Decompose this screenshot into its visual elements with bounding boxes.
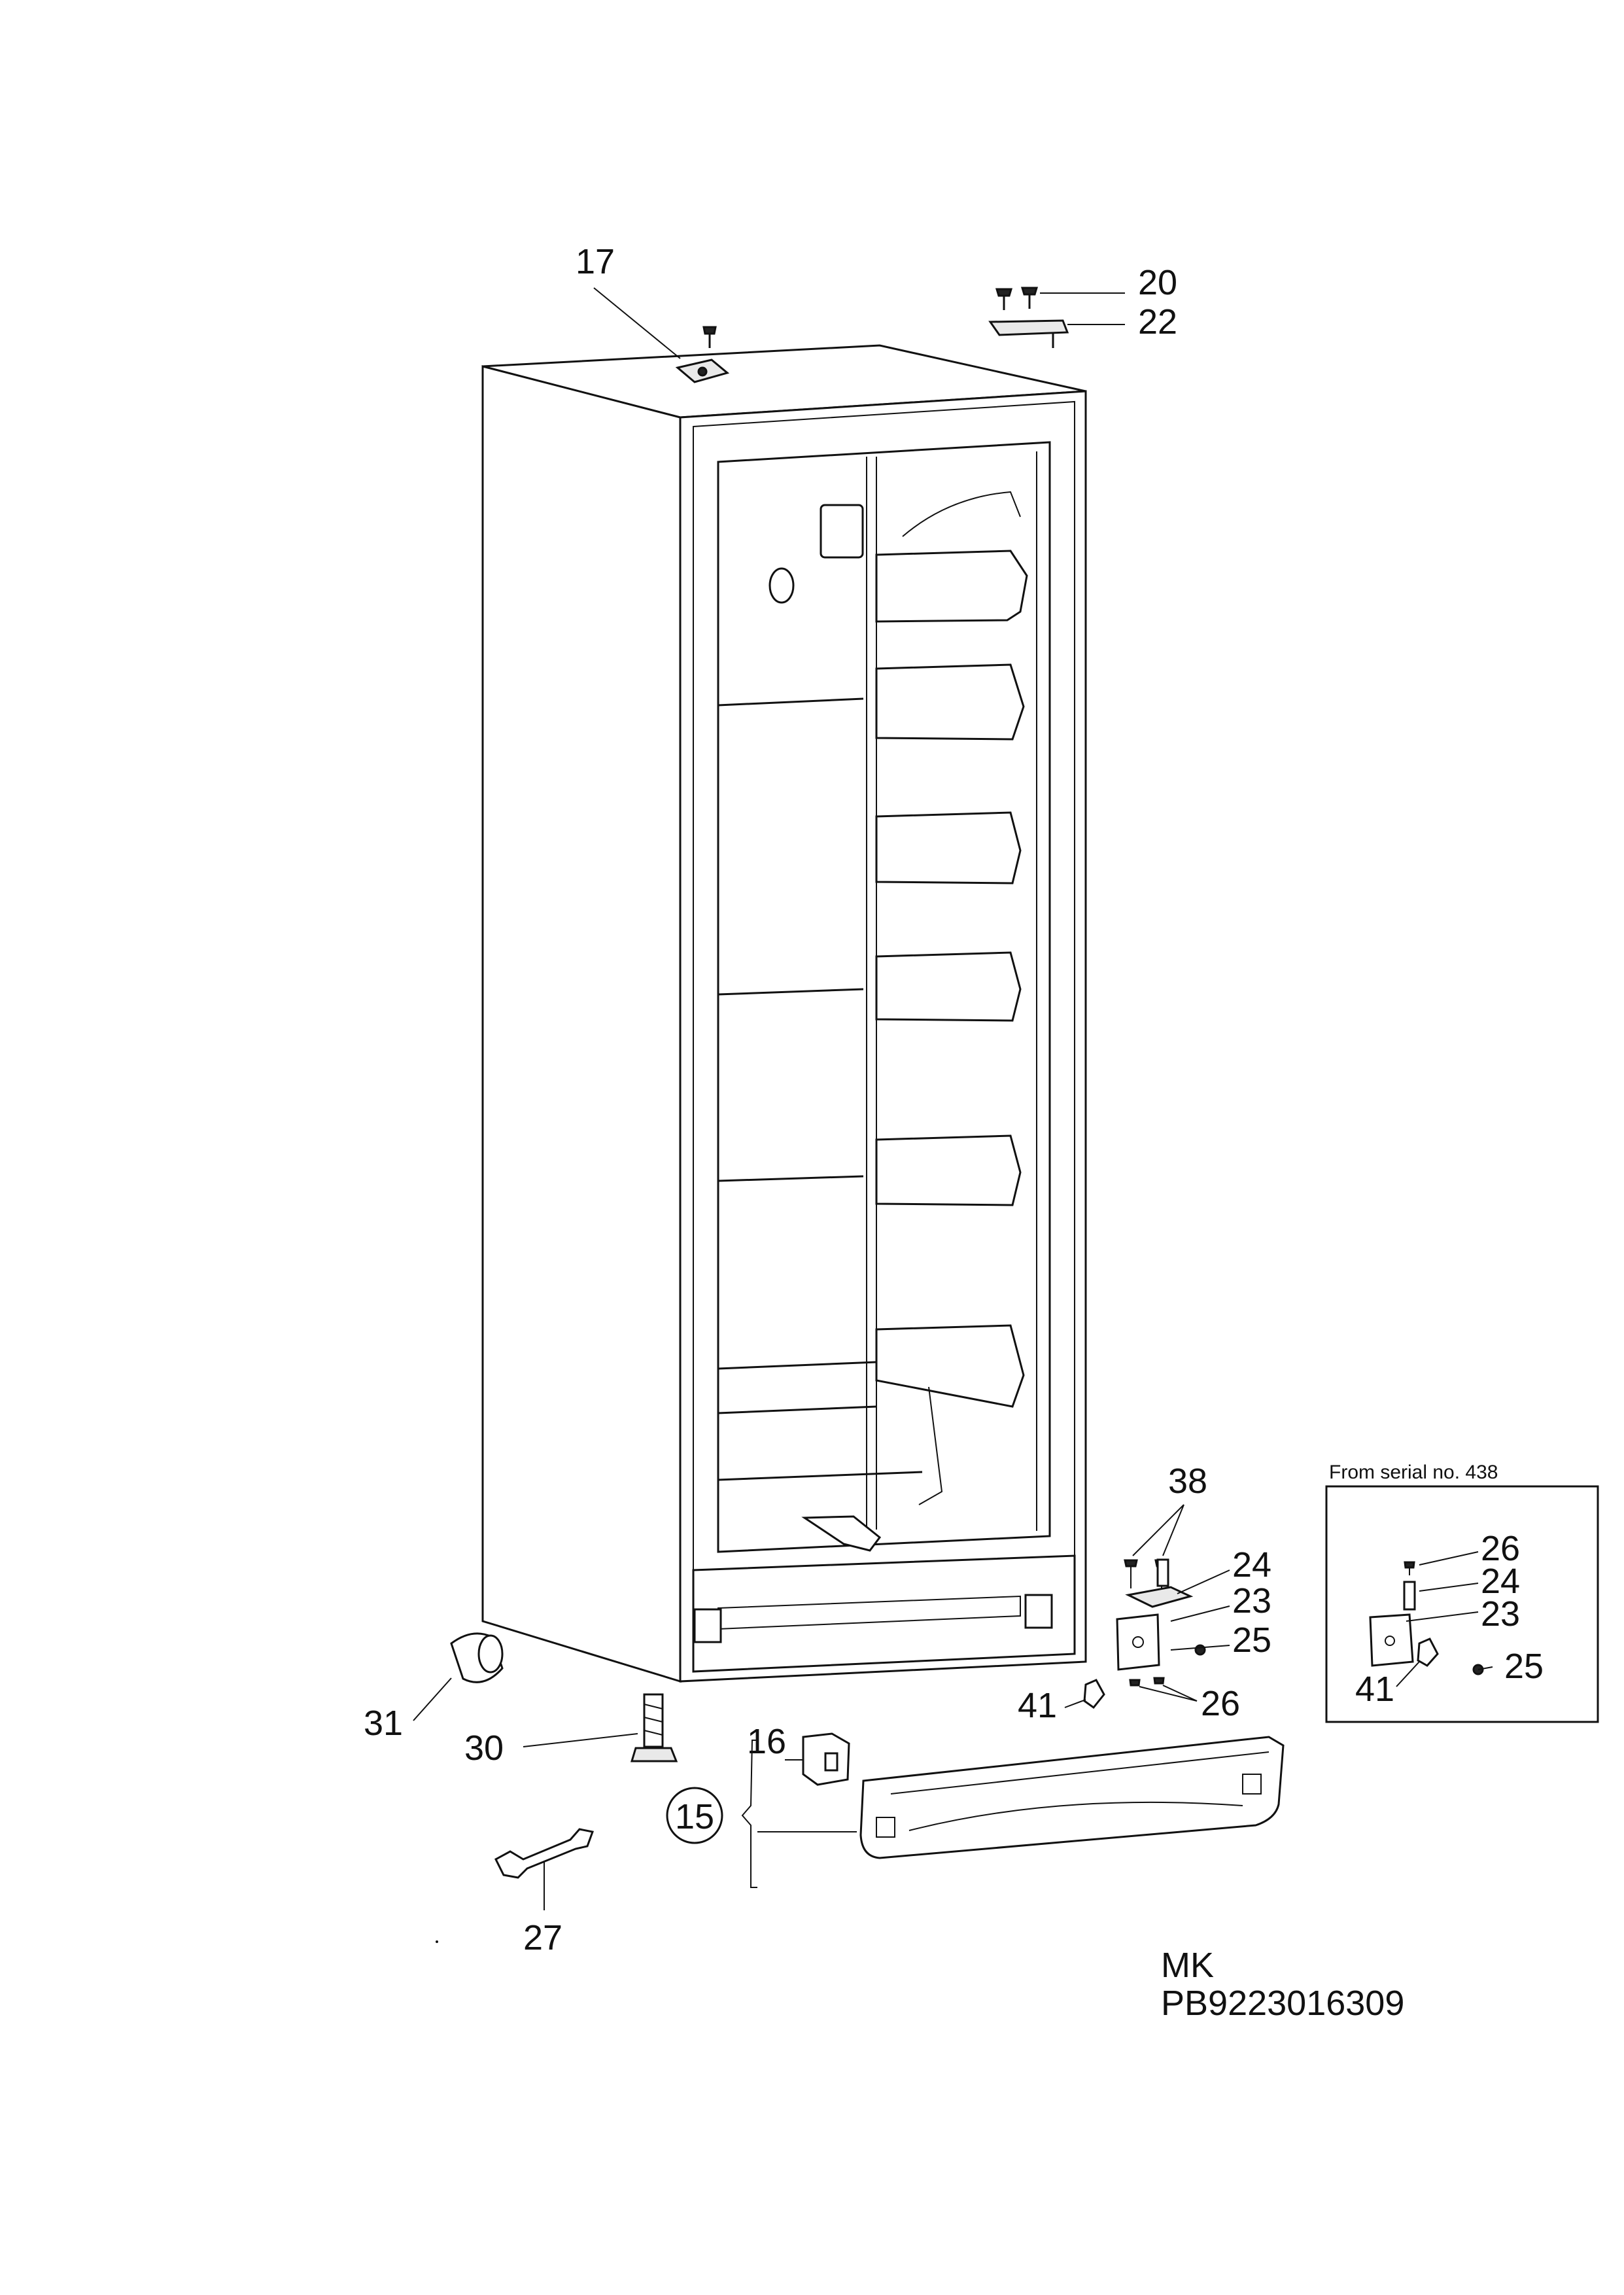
spanner-tool [494, 1828, 595, 1879]
callout-24: 24 [1232, 1545, 1271, 1585]
stray-mark [436, 1940, 438, 1943]
callout-38: 38 [1168, 1462, 1207, 1501]
callout-27: 27 [523, 1918, 562, 1957]
leader-26a [1139, 1686, 1198, 1702]
inset-leader-26 [1419, 1551, 1479, 1566]
leader-25 [1170, 1645, 1230, 1651]
inset-callout-25: 25 [1504, 1647, 1544, 1686]
callout-17: 17 [576, 242, 615, 281]
kick-plate [802, 1732, 1285, 1859]
callout-15: 15 [675, 1797, 714, 1836]
freezer-cabinet [481, 344, 1087, 1683]
inset-leader-24 [1419, 1583, 1479, 1592]
leader-41 [1064, 1699, 1086, 1708]
top-right-hinge [988, 287, 1069, 348]
inset-leader-25 [1477, 1666, 1493, 1670]
leader-26b [1162, 1685, 1198, 1702]
leader-24 [1177, 1569, 1230, 1594]
callout-30: 30 [464, 1728, 504, 1768]
shelf-rails [875, 491, 1028, 1505]
lower-hinge-assembly [1083, 1558, 1206, 1709]
callout-15-circle [666, 1787, 723, 1844]
foot-cap [450, 1632, 504, 1683]
inset-hinge-assembly [1369, 1561, 1484, 1675]
callout-labels: 17 20 22 38 24 23 25 26 41 31 30 16 15 2… [364, 242, 1271, 1957]
callout-23: 23 [1232, 1581, 1271, 1621]
inset-callout-23: 23 [1481, 1594, 1520, 1634]
leader-31 [413, 1677, 452, 1721]
footer-line-2: PB9223016309 [1161, 1984, 1404, 2023]
callout-26: 26 [1201, 1684, 1240, 1723]
inset-leader-23 [1406, 1611, 1479, 1622]
leader-38b [1162, 1504, 1184, 1556]
inset-box [1325, 1485, 1599, 1723]
callout-20: 20 [1138, 263, 1177, 302]
leader-30 [523, 1733, 638, 1747]
inset-labels: From serial no. 438 26 24 23 41 25 [1329, 1462, 1544, 1709]
inset-callout-41: 41 [1355, 1670, 1394, 1709]
leader-38a [1132, 1504, 1184, 1556]
bracket-15 [741, 1740, 757, 1888]
callout-25: 25 [1232, 1621, 1271, 1660]
footer-code: MK PB9223016309 [1161, 1946, 1404, 2023]
leader-17 [593, 287, 681, 359]
adjustable-foot [630, 1693, 678, 1762]
callout-22: 22 [1138, 302, 1177, 342]
footer-line-1: MK [1161, 1946, 1214, 1985]
callout-16: 16 [747, 1722, 786, 1761]
top-hinge-plate [675, 326, 730, 383]
inset-callout-26: 26 [1481, 1529, 1520, 1568]
callout-41: 41 [1018, 1686, 1057, 1725]
inset-leader-41 [1396, 1661, 1420, 1687]
leader-23 [1170, 1605, 1230, 1622]
inset-callout-24: 24 [1481, 1562, 1520, 1601]
inset-title: From serial no. 438 [1329, 1462, 1498, 1483]
callout-31: 31 [364, 1704, 403, 1743]
